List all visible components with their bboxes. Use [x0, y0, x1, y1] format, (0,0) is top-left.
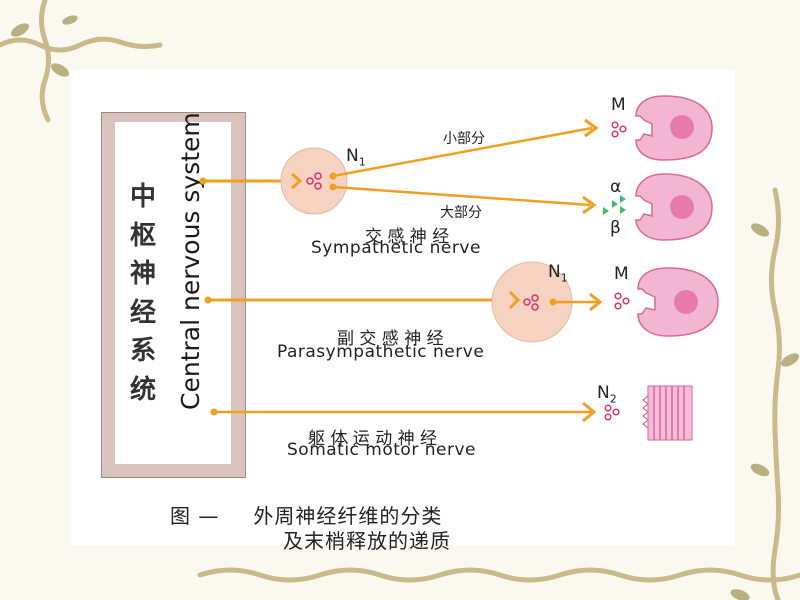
- somatic-terminal-fork: [582, 401, 597, 423]
- leaf-right-3: [750, 463, 770, 477]
- vine-left: [39, 0, 51, 123]
- sympathetic-name-en: Sympathetic nerve: [311, 238, 481, 258]
- transmitter-triangle: [620, 206, 626, 214]
- vesicle: [531, 294, 539, 302]
- receptor-letter: N: [597, 383, 610, 403]
- sympathetic-ganglion-label: N1: [346, 146, 366, 168]
- figure-caption-line2: 及末梢释放的递质: [283, 529, 451, 553]
- leaf-left-1: [10, 23, 30, 37]
- ganglion-subscript: 1: [358, 155, 366, 169]
- vesicle: [604, 413, 612, 421]
- receptor-m-para-label: M: [614, 264, 629, 284]
- receptor-beta-label: β: [610, 218, 621, 238]
- somatic-pathway: [210, 401, 620, 423]
- vine-top: [0, 36, 163, 53]
- receptor-m-top-label: M: [611, 95, 626, 115]
- effector-cell-alpha-beta: [635, 173, 713, 241]
- sympathetic-pathway: [199, 118, 627, 215]
- sympathetic-cns-dot: [199, 177, 207, 185]
- vesicle: [614, 302, 622, 310]
- vesicle: [531, 303, 539, 311]
- figure-caption-line1: 图 — 外周神经纤维的分类: [170, 500, 442, 529]
- transmitter-triangle: [620, 195, 626, 203]
- sympathetic-minor-label: 小部分: [443, 131, 485, 147]
- vesicle: [611, 121, 619, 129]
- parasympathetic-ganglion-label: N1: [548, 262, 568, 284]
- skeletal-muscle: [642, 385, 693, 441]
- vesicle: [622, 297, 630, 305]
- parasympathetic-synapse-fork: [508, 290, 521, 310]
- caption-title: 外周神经纤维的分类: [253, 504, 443, 528]
- muscle-endplate: [642, 395, 649, 429]
- somatic-name-en: Somatic motor nerve: [287, 440, 476, 460]
- vesicle: [314, 182, 322, 190]
- sympathetic-major-label: 大部分: [440, 205, 482, 221]
- leaf-bottom-1: [730, 589, 750, 600]
- sympathetic-ganglion: [280, 147, 348, 215]
- caption-prefix: 图 —: [170, 504, 220, 528]
- somatic-name-cn: 躯 体 运 动 神 经: [308, 429, 438, 449]
- cell-nucleus: [670, 115, 694, 139]
- receptor-n2-label: N2: [597, 383, 617, 405]
- vine-right: [769, 187, 782, 600]
- sympathetic-name-cn: 交 感 神 经: [365, 227, 450, 247]
- transmitter-triangle: [603, 207, 609, 215]
- cns-chinese-label: 中 枢 神 经 系 统: [128, 178, 158, 409]
- vesicle: [619, 125, 627, 133]
- vesicle: [611, 130, 619, 138]
- parasympathetic-name-cn: 副 交 感 神 经: [337, 329, 444, 349]
- vesicle: [314, 172, 322, 180]
- leaf-right-1: [750, 223, 770, 237]
- major-terminal-fork: [582, 195, 597, 215]
- cns-inner-box: [115, 122, 231, 464]
- sympathetic-major-fiber: [332, 185, 591, 207]
- leaf-left-3: [62, 15, 78, 25]
- effector-cell-m-top: [635, 95, 713, 161]
- transmitter-triangle: [612, 200, 618, 208]
- ganglion-letter: N: [346, 146, 359, 166]
- vesicle: [523, 298, 531, 306]
- vine-bottom: [197, 567, 800, 583]
- cns-char: 系: [129, 336, 156, 366]
- vesicle: [612, 408, 620, 416]
- parasympathetic-cns-dot: [204, 296, 212, 304]
- cns-char: 神: [129, 259, 156, 289]
- cell-nucleus: [674, 290, 698, 314]
- vesicle: [604, 404, 612, 412]
- minor-terminal-fork: [584, 118, 599, 138]
- sympathetic-synapse-fork: [291, 172, 303, 190]
- ganglion-letter: N: [548, 262, 561, 282]
- receptor-subscript: 2: [609, 392, 617, 406]
- sympathetic-minor-fiber: [332, 126, 593, 178]
- cns-char: 经: [129, 297, 156, 328]
- leaf-right-2: [780, 353, 800, 367]
- somatic-cns-dot: [210, 408, 218, 416]
- vesicle: [614, 292, 622, 300]
- cns-char: 统: [129, 374, 156, 405]
- parasympathetic-pathway: [204, 261, 630, 343]
- cns-char: 中: [129, 182, 156, 212]
- parasympathetic-name-en: Parasympathetic nerve: [277, 342, 485, 362]
- effector-cell-m-para: [637, 267, 719, 337]
- vesicle: [306, 177, 314, 185]
- ganglion-subscript: 1: [560, 271, 568, 285]
- parasympathetic-terminal-fork: [589, 292, 603, 312]
- cns-char: 枢: [129, 220, 156, 251]
- receptor-alpha-label: α: [610, 177, 622, 197]
- cell-nucleus: [670, 195, 694, 219]
- leaf-left-2: [50, 63, 70, 77]
